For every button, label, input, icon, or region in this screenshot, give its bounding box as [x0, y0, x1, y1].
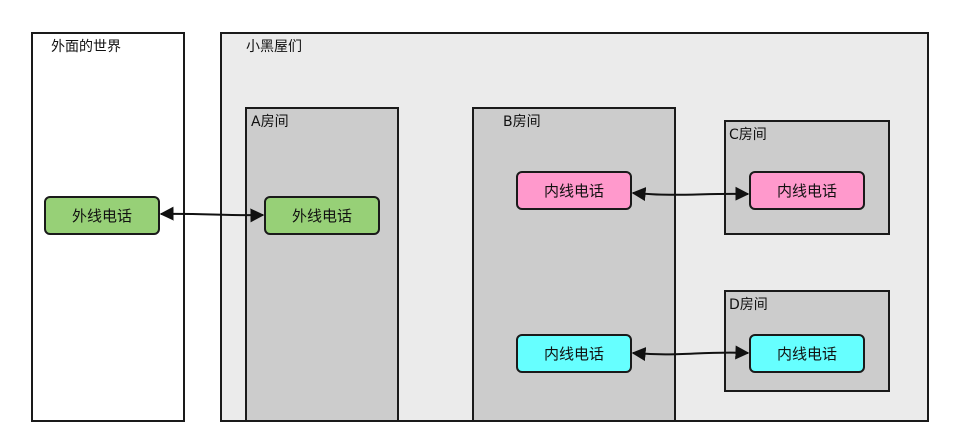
- room-b-title: B房间: [503, 114, 541, 130]
- room-d-internal-phone: 内线电话: [749, 334, 865, 373]
- room-c-title: C房间: [729, 127, 767, 143]
- room-a-title: A房间: [251, 114, 289, 130]
- room-b-internal-phone-bottom: 内线电话: [516, 334, 632, 373]
- room-c-internal-phone: 内线电话: [749, 171, 865, 210]
- black-rooms-title: 小黑屋们: [246, 39, 302, 55]
- room-d-title: D房间: [729, 297, 768, 313]
- room-a-external-phone: 外线电话: [264, 196, 380, 235]
- outside-world-title: 外面的世界: [51, 39, 121, 55]
- outside-external-phone: 外线电话: [44, 196, 160, 235]
- room-a-box: [245, 107, 399, 422]
- room-b-box: [472, 107, 676, 422]
- room-b-internal-phone-top: 内线电话: [516, 171, 632, 210]
